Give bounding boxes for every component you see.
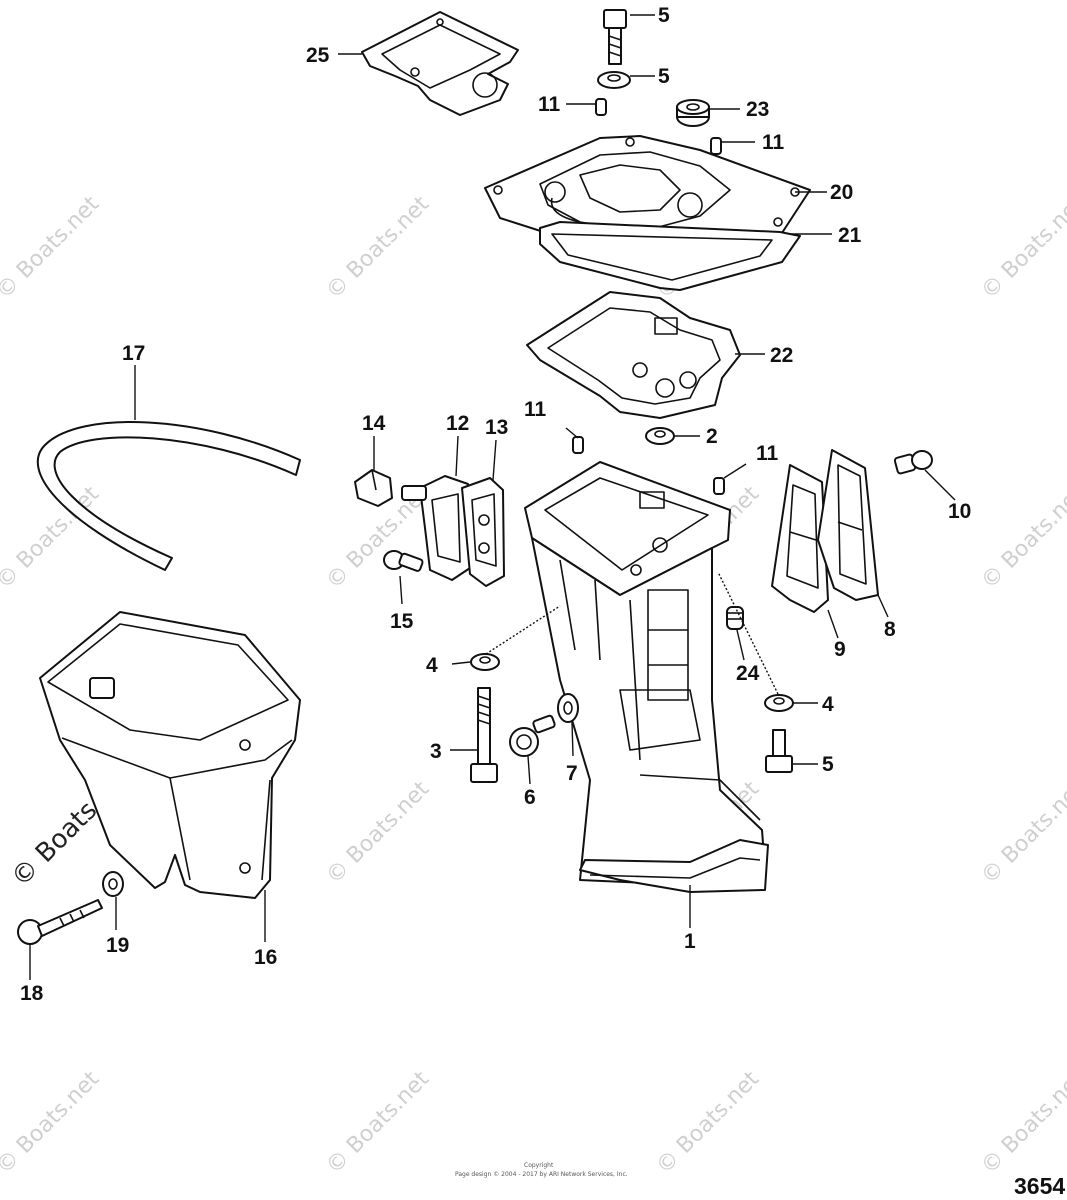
callout-5: 5	[822, 753, 834, 776]
callout-11: 11	[538, 93, 561, 116]
copyright-line2: Page design © 2004 - 2017 by ARI Network…	[455, 1171, 628, 1178]
watermark: © Boats.net	[0, 481, 104, 594]
callout-14: 14	[362, 412, 386, 435]
callout-11: 11	[756, 442, 779, 465]
callout-21: 21	[838, 224, 862, 247]
watermark: © Boats.net	[977, 481, 1067, 594]
callout-4: 4	[426, 654, 438, 677]
watermark: © Boats.net	[977, 776, 1067, 889]
watermark: © Boats.net	[977, 1066, 1067, 1179]
part-14-grommet	[354, 469, 393, 507]
callout-5: 5	[658, 4, 670, 27]
watermark: © Boats.net	[0, 191, 104, 304]
part-5-washer-top	[597, 71, 631, 89]
diagram-number: 3654	[1014, 1173, 1065, 1199]
callout-8: 8	[884, 618, 896, 641]
callout-25: 25	[306, 44, 330, 67]
callout-10: 10	[948, 500, 971, 523]
callout-2: 2	[706, 425, 718, 448]
callout-4: 4	[822, 693, 834, 716]
watermark: © Boats.net	[322, 776, 435, 889]
callout-22: 22	[770, 344, 793, 367]
part-5-bolt-top	[603, 9, 627, 65]
callout-12: 12	[446, 412, 469, 435]
part-16-lower-cowl	[39, 611, 301, 899]
callout-6: 6	[524, 786, 536, 809]
part-4-washer-left	[470, 653, 500, 671]
part-11-pin-d	[713, 477, 725, 495]
watermark: © Boats.net	[977, 191, 1067, 304]
watermark: © Boats.net	[322, 1066, 435, 1179]
part-5-bolt-right	[765, 729, 793, 773]
part-1-driveshaft-housing	[524, 461, 769, 893]
part-9-gasket	[771, 464, 829, 613]
part-8-cover	[817, 449, 879, 601]
callout-20: 20	[830, 181, 853, 204]
part-18-bolt	[17, 899, 103, 945]
part-11-pin-b	[710, 137, 722, 155]
part-6-screw	[509, 714, 556, 757]
callout-1: 1	[684, 930, 696, 953]
part-3-bolt	[470, 687, 498, 783]
part-13-gasket	[461, 477, 505, 587]
part-22-gasket	[526, 291, 741, 419]
watermark: © Boats.net	[652, 1066, 765, 1179]
part-15-screw	[383, 550, 424, 572]
callout-3: 3	[430, 740, 442, 763]
callout-15: 15	[390, 610, 414, 633]
callout-5: 5	[658, 65, 670, 88]
part-17-seal-strip	[36, 421, 301, 571]
part-7-washer	[557, 693, 579, 723]
part-2-washer	[645, 427, 675, 445]
callout-19: 19	[106, 934, 129, 957]
callout-23: 23	[746, 98, 769, 121]
callout-7: 7	[566, 762, 578, 785]
callout-labels: 5 5 25 11 23 11 20 21 22 17 11 2 14 12 1…	[20, 4, 971, 1005]
part-11-pin-c	[572, 436, 584, 454]
part-11-pin-a	[595, 98, 607, 116]
leader-lines	[29, 14, 956, 980]
callout-9: 9	[834, 638, 846, 661]
callout-13: 13	[485, 416, 508, 439]
callout-16: 16	[254, 946, 277, 969]
watermark: © Boats.net	[322, 191, 435, 304]
callout-17: 17	[122, 342, 145, 365]
copyright-line1: Copyright	[524, 1162, 554, 1169]
part-23-seal	[676, 99, 710, 127]
part-12-cover	[401, 475, 471, 581]
callout-24: 24	[736, 662, 760, 685]
part-25-gasket	[361, 11, 519, 116]
part-10-screw	[893, 450, 933, 475]
part-19-washer	[102, 871, 124, 897]
callout-11: 11	[524, 398, 547, 421]
part-4-washer-right	[764, 694, 794, 712]
watermark: © Boats.net	[0, 1066, 104, 1179]
callout-11: 11	[762, 131, 785, 154]
part-21-gasket	[539, 221, 801, 291]
callout-18: 18	[20, 982, 44, 1005]
